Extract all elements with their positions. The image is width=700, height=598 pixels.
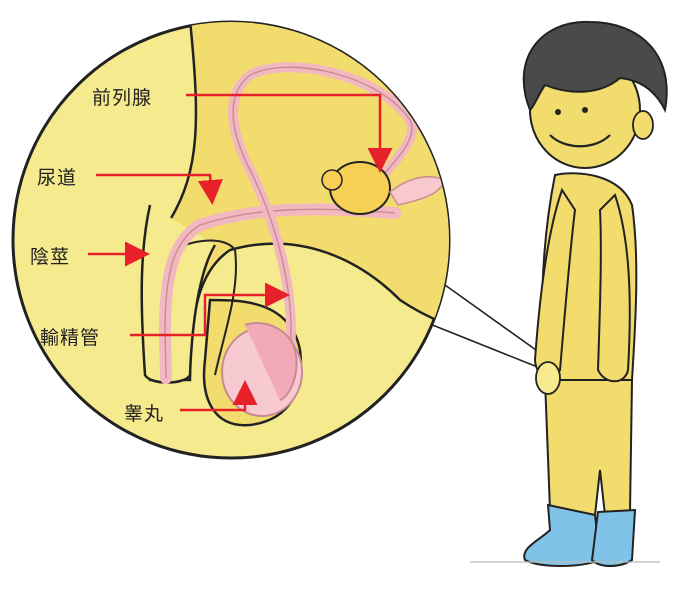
- label-prostate: 前列腺: [92, 87, 153, 109]
- urethra-arrow: [96, 173, 223, 205]
- boy-right-sock: [590, 508, 637, 567]
- label-testis: 睾丸: [124, 403, 165, 425]
- label-arrows: [88, 93, 393, 412]
- inset-connector: [419, 284, 551, 371]
- epididymis-shape: [244, 322, 298, 401]
- label-vas-deferens: 輸精管: [40, 327, 101, 349]
- prostate-arrow: [186, 93, 393, 173]
- boy-left-sock: [523, 503, 602, 567]
- boy-figure: [470, 20, 668, 567]
- testis-arrow: [180, 380, 258, 412]
- boy-smile: [549, 134, 611, 148]
- vas-deferens-arrow: [130, 282, 290, 337]
- boy-right-arm: [596, 193, 631, 383]
- boy-hair: [522, 20, 668, 114]
- magnified-inset: [11, 20, 451, 460]
- label-penis: 陰莖: [30, 246, 71, 268]
- boy-legs: [543, 379, 634, 517]
- label-urethra: 尿道: [37, 167, 78, 189]
